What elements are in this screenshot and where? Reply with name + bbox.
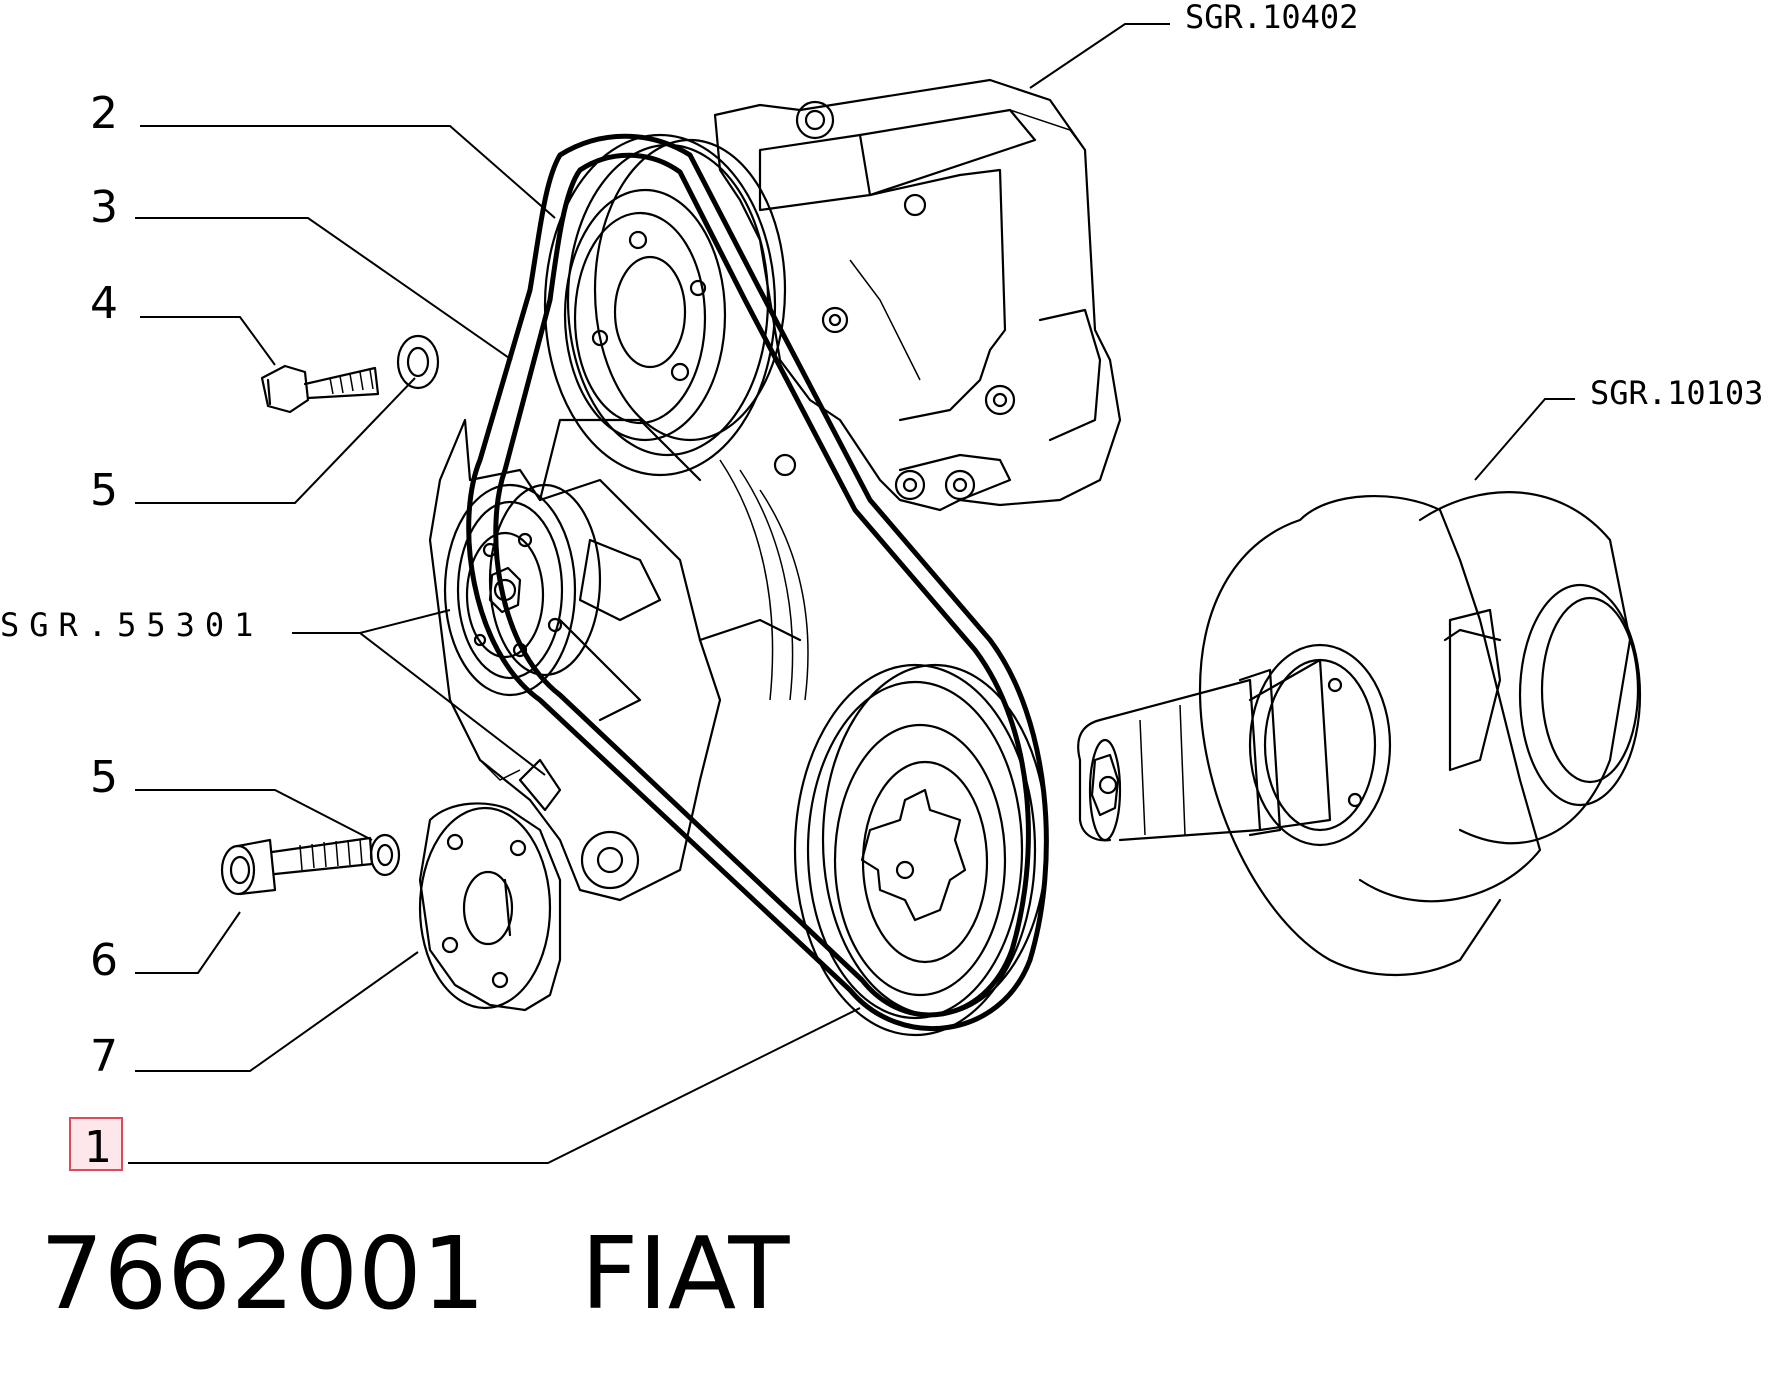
bolt-hex-head xyxy=(260,364,380,414)
washer-top xyxy=(396,334,440,390)
crankshaft xyxy=(1077,491,1642,977)
callout-5-upper[interactable]: 5 xyxy=(90,465,118,516)
callout-7[interactable]: 7 xyxy=(90,1031,118,1082)
part-number: 7662001 xyxy=(40,1215,486,1332)
serpentine-belt xyxy=(466,133,1049,1032)
selected-part-highlight[interactable] xyxy=(69,1117,123,1171)
engine-housing xyxy=(428,418,809,902)
callout-3[interactable]: 3 xyxy=(90,182,118,233)
reference-top[interactable]: SGR.10402 xyxy=(1185,0,1358,36)
callout-6[interactable]: 6 xyxy=(90,935,118,986)
reference-right[interactable]: SGR.10103 xyxy=(1590,374,1763,412)
reference-left[interactable]: SGR.55301 xyxy=(0,606,263,644)
socket-head-bolt xyxy=(220,836,374,896)
callout-1[interactable]: 1 xyxy=(84,1122,112,1173)
water-pump-pulley xyxy=(443,483,602,697)
leader-lines xyxy=(128,23,1575,1164)
callout-4[interactable]: 4 xyxy=(90,278,118,329)
callout-5-lower[interactable]: 5 xyxy=(90,752,118,803)
callout-2[interactable]: 2 xyxy=(90,88,118,139)
washer-bottom xyxy=(369,833,401,877)
footer-title: 7662001 FIAT xyxy=(40,1215,790,1332)
brand-name: FIAT xyxy=(580,1215,790,1332)
flange-plate xyxy=(418,802,562,1012)
